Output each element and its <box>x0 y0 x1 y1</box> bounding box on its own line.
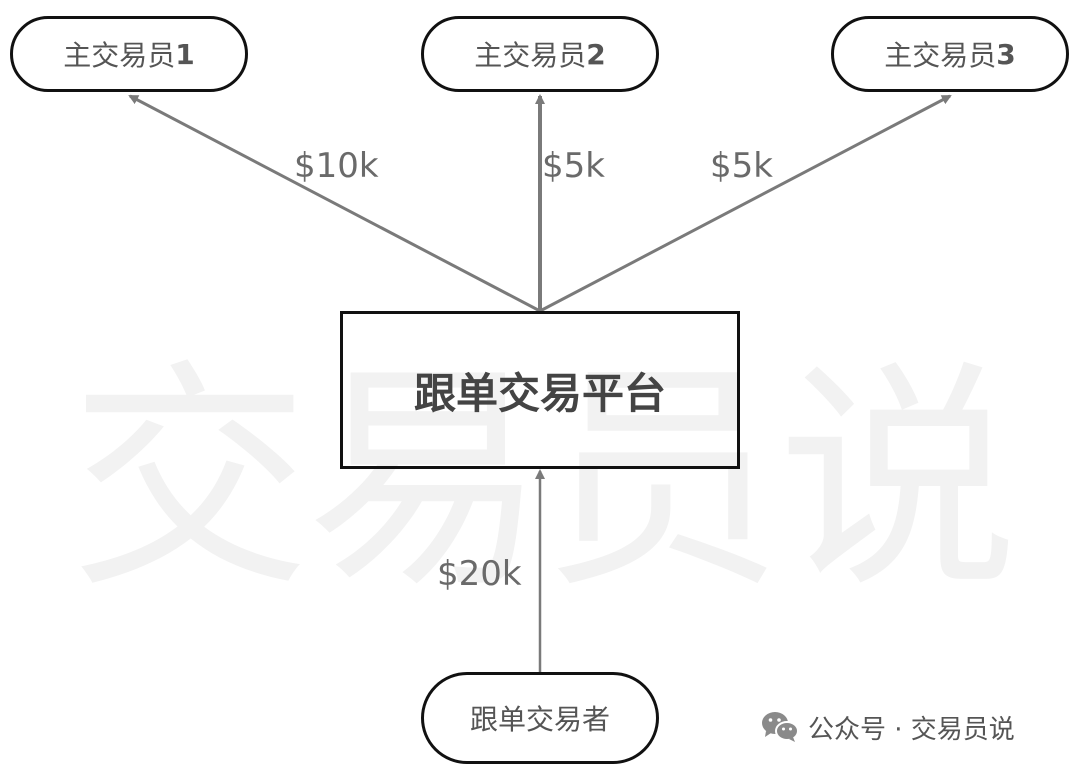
wechat-icon <box>762 712 799 742</box>
follower-trader-label: 跟单交易者 <box>469 703 610 736</box>
master-trader-2-number: 2 <box>586 37 606 71</box>
arrow-to-master3 <box>539 94 952 313</box>
amount-to-master3: $5k <box>710 146 773 186</box>
amount-from-follower: $20k <box>437 554 522 594</box>
master-trader-3-label: 主交易员 <box>884 39 997 72</box>
master-trader-1-number: 1 <box>175 37 195 71</box>
follower-trader-node: 跟单交易者 <box>421 672 659 764</box>
amount-to-master1: $10k <box>294 146 379 186</box>
master-trader-1-label: 主交易员 <box>63 39 176 72</box>
source-footer: 公众号 · 交易员说 <box>760 707 1015 747</box>
footer-text: 公众号 · 交易员说 <box>808 714 1015 745</box>
master-trader-2-label: 主交易员 <box>474 39 587 72</box>
copy-trading-platform-node: 跟单交易平台 <box>340 311 740 469</box>
amount-to-master2: $5k <box>542 146 605 186</box>
platform-label: 跟单交易平台 <box>413 368 666 418</box>
background-watermark: 交易员说 <box>70 340 1018 620</box>
master-trader-3-number: 3 <box>996 37 1016 71</box>
arrow-to-master1 <box>128 94 541 313</box>
